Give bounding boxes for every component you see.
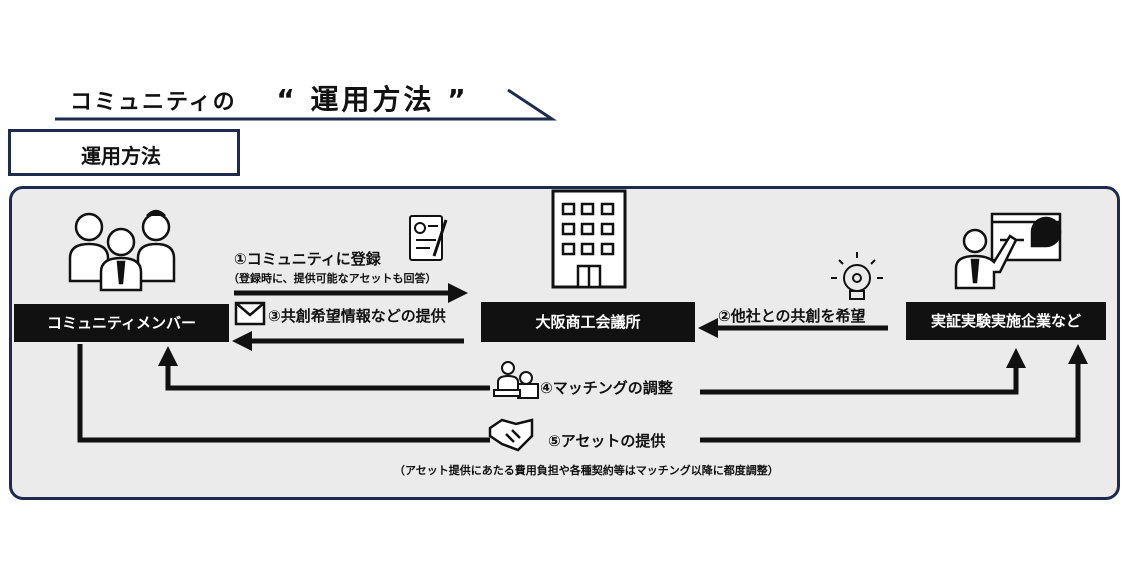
step1-note: （登録時に、提供可能なアセットも回答）: [228, 272, 437, 285]
title-prefix: コミュニティの: [70, 90, 237, 115]
actor-corporations: 実証実験実施企業など: [906, 302, 1106, 340]
envelope-icon: [234, 301, 266, 326]
step3-label: ③共創希望情報などの提供: [268, 307, 446, 325]
step5-note: （アセット提供にあたる費用負担や各種契約等はマッチング以降に都度調整）: [394, 464, 779, 477]
arrow-step5-left: [77, 344, 490, 443]
step4-label: ④マッチングの調整: [540, 379, 673, 397]
presenter-icon: [954, 212, 1062, 290]
document-icon: [409, 215, 448, 261]
people-icon: [68, 209, 176, 292]
step5-label: ⑤アセットの提供: [548, 432, 666, 450]
arrow-step4-left: [158, 346, 490, 391]
arrow-step4-right: [700, 348, 1026, 395]
step2-label: ②他社との共創を希望: [718, 307, 866, 325]
section-label: 運用方法: [8, 129, 240, 176]
handshake-icon: [488, 418, 534, 452]
meeting-icon: [493, 361, 539, 399]
step1-label: ①コミュニティに登録: [234, 250, 381, 268]
page-title: コミュニティの “ 運用方法 ”: [70, 78, 469, 118]
actor-member: コミュニティメンバー: [14, 304, 229, 342]
actor-osaka-chamber: 大阪商工会議所: [481, 302, 695, 342]
building-icon: [551, 189, 627, 289]
title-underline: [55, 88, 558, 121]
lightbulb-icon: [831, 252, 883, 300]
arrow-step5-right: [700, 344, 1088, 443]
title-main: “ 運用方法 ”: [276, 83, 469, 116]
